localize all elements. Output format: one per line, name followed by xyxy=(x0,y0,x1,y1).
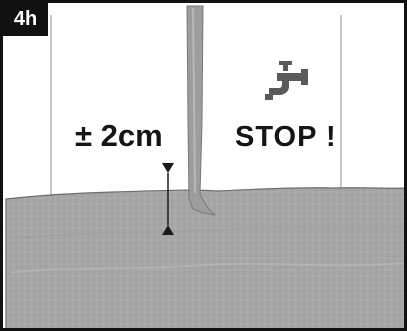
water-level-label: ± 2cm xyxy=(75,118,163,154)
faucet-icon xyxy=(265,61,308,100)
step-badge: 4h xyxy=(3,3,48,36)
water-stream xyxy=(187,6,215,215)
stop-instruction-label: STOP ! xyxy=(235,121,337,154)
scene-drawing xyxy=(3,3,407,331)
